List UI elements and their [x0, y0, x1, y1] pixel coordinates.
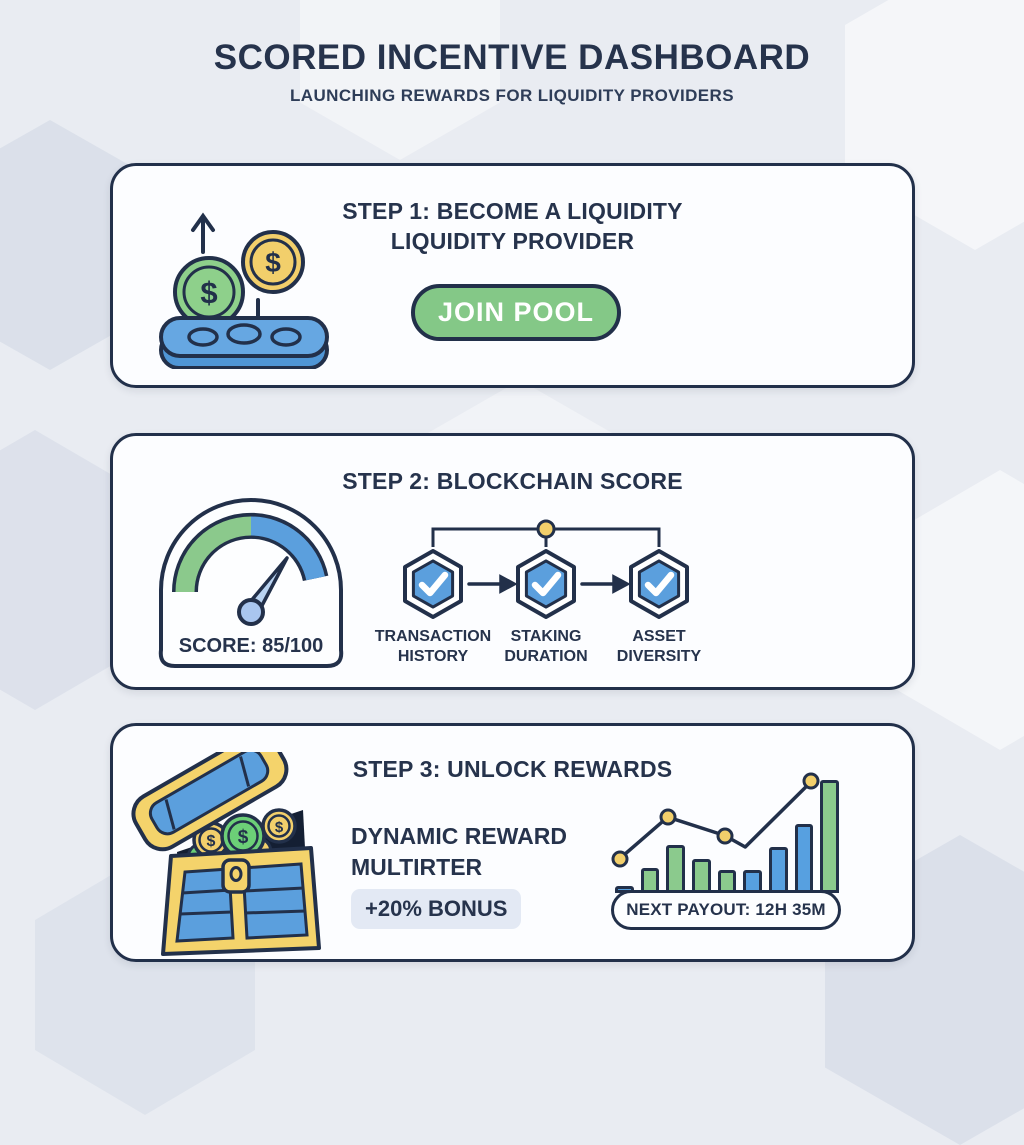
step1-title: STEP 1: BECOME A LIQUIDITY LIQUIDITY PRO…	[113, 196, 912, 257]
connector-node-dot	[536, 519, 556, 539]
gauge-needle	[237, 556, 289, 626]
liquidity-pool-icon	[159, 316, 329, 370]
treasure-chest-icon: $ $ $	[131, 731, 336, 969]
score-value: SCORE: 85/100	[178, 635, 324, 657]
yellow-coin-icon: $	[241, 230, 305, 294]
chart-line-dot	[802, 772, 820, 790]
svg-text:$: $	[275, 819, 284, 836]
green-coin-icon: $	[173, 256, 245, 328]
chart-line-dot	[716, 827, 734, 844]
coins-into-pool-icon: $ $	[151, 194, 341, 374]
factor-label-transaction-history: TRANSACTION HISTORY	[374, 628, 492, 665]
step2-card: STEP 2: BLOCKCHAIN SCORE SCORE: 85/100	[110, 433, 915, 690]
chart-line-dot	[659, 808, 677, 826]
page-title: SCORED INCENTIVE DASHBOARD	[213, 38, 811, 77]
factor-label-staking-duration: STAKING DURATION	[504, 628, 588, 665]
score-gauge-icon: SCORE: 85/100	[141, 486, 361, 676]
arrow-up-icon	[191, 212, 215, 254]
check-hexagon-icon	[515, 549, 577, 619]
yellow-coin-icon: $	[261, 808, 297, 844]
reward-bar-chart	[611, 772, 841, 893]
reward-multiplier-label: DYNAMIC REWARD MULTIRTER	[351, 823, 567, 881]
svg-text:$: $	[238, 827, 249, 848]
svg-text:$: $	[200, 275, 217, 310]
next-payout-pill: NEXT PAYOUT: 12H 35M	[611, 890, 841, 930]
page-subtitle: LAUNCHING REWARDS FOR LIQUIDITY PROVIDER…	[290, 86, 734, 105]
step2-title: STEP 2: BLOCKCHAIN SCORE	[342, 468, 683, 494]
flow-connectors	[431, 519, 661, 594]
check-hexagon-icon	[628, 549, 690, 619]
step3-card: STEP 3: UNLOCK REWARDS $ $ $	[110, 723, 915, 962]
svg-text:$: $	[207, 833, 216, 850]
chest-lid	[131, 731, 289, 852]
step1-title-line1: STEP 1: BECOME A LIQUIDITY	[342, 198, 683, 224]
background-hexagon	[300, 0, 500, 160]
factor-label-asset-diversity: ASSET DIVERSITY	[616, 628, 702, 665]
chart-line-dot	[611, 850, 629, 867]
score-factors-flow: TRANSACTION HISTORY STAKING DURATION ASS…	[375, 511, 730, 681]
step1-title-line2: LIQUIDITY PROVIDER	[390, 228, 635, 255]
chest-base	[161, 846, 321, 956]
bonus-badge: +20% BONUS	[351, 889, 522, 929]
arrow-right-icon	[467, 574, 631, 594]
join-pool-button[interactable]: JOIN POOL	[411, 284, 621, 341]
svg-text:$: $	[265, 247, 281, 278]
check-hexagon-icon	[402, 549, 464, 619]
step1-card: STEP 1: BECOME A LIQUIDITY LIQUIDITY PRO…	[110, 163, 915, 388]
step3-title: STEP 3: UNLOCK REWARDS	[352, 756, 673, 782]
gauge-arc-blue	[250, 516, 325, 581]
gauge-arc-green	[175, 516, 252, 593]
chest-lock-icon	[221, 858, 251, 894]
